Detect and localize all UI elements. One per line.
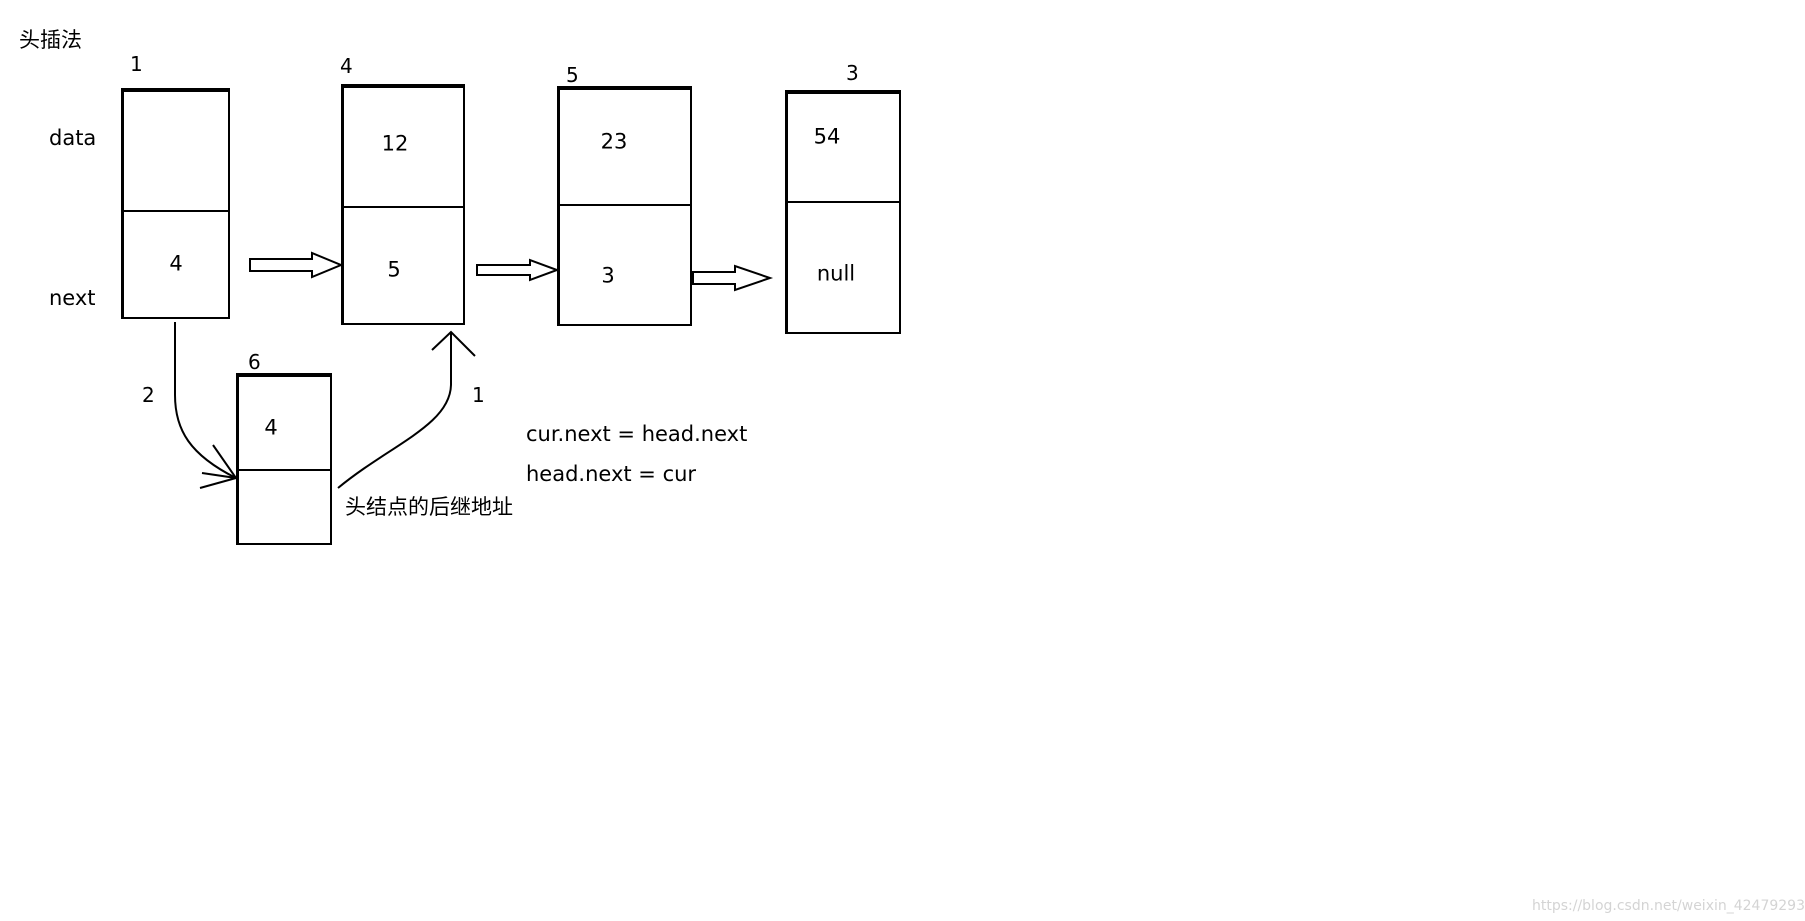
node-head — [121, 88, 230, 319]
data-row-label: data — [49, 126, 97, 150]
curved-arrow-step-2 — [174, 322, 237, 479]
curved-arrow-step-1-head — [431, 330, 476, 357]
node-4-next: 5 — [387, 257, 401, 282]
node-head-divider — [121, 210, 230, 212]
node-3-divider — [785, 201, 901, 203]
step-1-label: 1 — [472, 383, 485, 407]
node-4-id: 4 — [340, 54, 353, 78]
node-6-divider — [236, 469, 332, 471]
node-3-next: null — [816, 261, 856, 286]
block-arrow-4-to-5 — [476, 258, 560, 282]
code-line-1: cur.next = head.next — [526, 422, 748, 446]
curved-arrow-step-2-head — [199, 444, 239, 489]
block-arrow-head-to-4 — [249, 251, 344, 279]
node-5-data: 23 — [600, 129, 628, 154]
node-3-data: 54 — [813, 124, 841, 149]
curved-arrow-step-1 — [337, 332, 452, 489]
code-line-2: head.next = cur — [526, 462, 697, 486]
node-4 — [341, 84, 465, 325]
node-3-id: 3 — [846, 61, 859, 85]
watermark: https://blog.csdn.net/weixin_42479293 — [1531, 898, 1805, 914]
node-4-data: 12 — [381, 131, 409, 156]
node-5-next: 3 — [601, 263, 615, 288]
node-6-data: 4 — [264, 415, 278, 440]
next-row-label: next — [49, 286, 96, 310]
node-6 — [236, 373, 332, 545]
node-3 — [785, 90, 901, 334]
step-2-label: 2 — [142, 383, 155, 407]
node-6-id: 6 — [248, 350, 261, 374]
node-4-divider — [341, 206, 465, 208]
node-head-id: 1 — [130, 52, 143, 76]
node-5 — [557, 86, 692, 326]
node-5-id: 5 — [566, 63, 579, 87]
diagram-title: 头插法 — [19, 28, 82, 52]
node-head-next: 4 — [169, 251, 183, 276]
successor-note: 头结点的后继地址 — [345, 495, 513, 519]
node-5-divider — [557, 204, 692, 206]
block-arrow-5-to-3 — [692, 264, 774, 292]
